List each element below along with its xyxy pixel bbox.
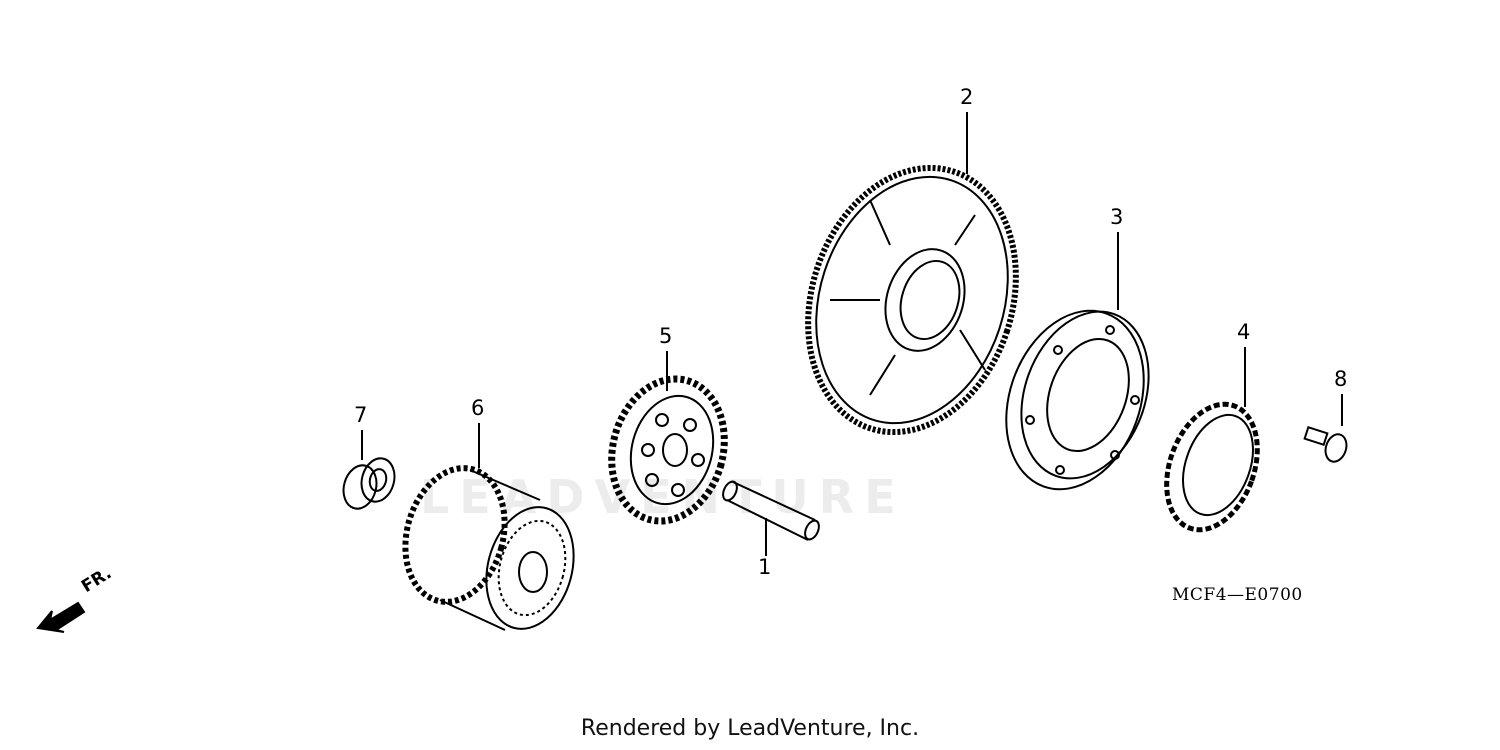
leader-3 (1117, 232, 1119, 310)
pin-part[interactable] (720, 479, 821, 541)
leader-2 (966, 112, 968, 174)
reduction-gear-part[interactable] (391, 457, 587, 639)
large-gear-part[interactable] (775, 141, 1049, 460)
callout-3[interactable]: 3 (1110, 205, 1124, 229)
diagram-code: MCF4—E0700 (1172, 585, 1303, 605)
callout-4[interactable]: 4 (1237, 320, 1251, 344)
clutch-housing-part[interactable] (982, 291, 1170, 508)
callout-8[interactable]: 8 (1334, 367, 1348, 391)
one-way-clutch-part[interactable] (1150, 392, 1273, 543)
leader-4 (1244, 347, 1246, 407)
leader-6 (478, 423, 480, 468)
callout-5[interactable]: 5 (659, 324, 673, 348)
leader-8 (1341, 394, 1343, 426)
callout-6[interactable]: 6 (471, 396, 485, 420)
leader-1 (765, 518, 767, 556)
leader-7 (361, 430, 363, 460)
callout-7[interactable]: 7 (354, 403, 368, 427)
bearing-part[interactable] (339, 455, 399, 513)
bolt-part[interactable] (1303, 425, 1350, 464)
front-direction-arrow-icon (36, 601, 86, 633)
idle-gear-part[interactable] (596, 366, 740, 534)
callout-1[interactable]: 1 (758, 555, 772, 579)
callout-2[interactable]: 2 (960, 85, 974, 109)
rendered-by-footer: Rendered by LeadVenture, Inc. (580, 716, 920, 741)
leader-5 (666, 351, 668, 391)
